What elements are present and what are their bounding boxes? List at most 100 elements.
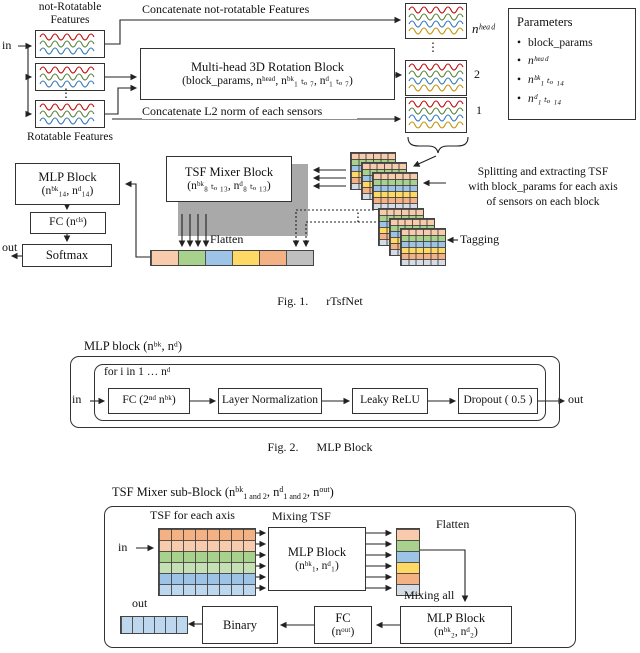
mlp2-title: MLP Block <box>426 610 486 625</box>
binary-label: Binary <box>222 617 258 632</box>
mixing-tsf-label: Mixing TSF <box>272 509 331 523</box>
tsf-axis-grid <box>158 528 256 596</box>
multihead-rotation-block: Multi-head 3D Rotation Block (block_para… <box>140 48 395 100</box>
fc-block: FC (nᶜˡˢ) <box>30 212 106 234</box>
ellipsis-heads: ⋮ <box>427 40 439 54</box>
tsf-axis-label: TSF for each axis <box>150 508 235 522</box>
rotatable-signal-box-2 <box>35 100 105 128</box>
not-rotatable-signal-box <box>35 30 105 58</box>
n-head-label: nʰᵉᵃᵈ <box>472 21 495 36</box>
multihead-title: Multi-head 3D Rotation Block <box>190 59 345 74</box>
fig3-out-label: out <box>132 596 148 610</box>
tagging-label: Tagging <box>460 232 500 246</box>
mlp-title: MLP Block <box>38 169 97 184</box>
mlp-block-title: MLP block (nᵇᵏ, nᵈ) <box>84 339 183 353</box>
title-part: TSF Mixer sub-Block (n <box>112 485 236 499</box>
fig2-caption-label: Fig. 2. <box>267 440 299 454</box>
mlp2-params: (nᵇᵏ₂, nᵈ₂) <box>434 625 478 638</box>
fig3-in-label: in <box>118 540 128 554</box>
layer-norm-box: Layer Normalization <box>218 388 322 414</box>
fig2-caption-title: MLP Block <box>316 440 373 454</box>
title-sup: d <box>279 485 284 494</box>
fc-out-box: FC (nᵒᵘᵗ) <box>314 606 372 644</box>
dropout-box: Dropout ( 0.5 ) <box>458 388 538 414</box>
flatten-label: Flatten <box>210 232 244 246</box>
dropout-label: Dropout ( 0.5 ) <box>463 394 533 407</box>
output-row <box>120 616 188 634</box>
concat-not-rotatable-label: Concatenate not-rotatable Features <box>142 2 310 16</box>
mlp1-params: (nᵇᵏ₁, nᵈ₁) <box>295 559 339 572</box>
splitting-note: Splitting and extracting TSF with block_… <box>446 165 640 210</box>
tsf-mixer-outer-box <box>104 506 576 648</box>
head-output-box-n <box>405 3 467 39</box>
title-part: , n <box>266 485 280 499</box>
splitting-note-line: of sensors on each block <box>486 196 600 208</box>
title-part: ) <box>329 485 334 499</box>
bullet-icon: • <box>517 36 522 49</box>
concat-l2-label: Concatenate L2 norm of each sensors <box>142 104 357 119</box>
underbrace <box>407 136 469 154</box>
rotatable-features-label: Rotatable Features <box>27 131 113 143</box>
leaky-relu-label: Leaky ReLU <box>360 394 420 407</box>
mlp-block-1: MLP Block (nᵇᵏ₁, nᵈ₁) <box>268 527 366 591</box>
softmax-block: Softmax <box>22 244 112 267</box>
tsf-mixer-title: TSF Mixer Block <box>184 164 274 179</box>
fig2-in-label: in <box>72 392 82 406</box>
mlp-block: MLP Block (nᵇᵏ₁₄, nᵈ₁₄) <box>15 163 120 205</box>
fc-label: FC (nᶜˡˢ) <box>49 216 87 229</box>
mlp-outer-box <box>70 356 560 428</box>
parameter-item: • nᵇᵏ₁ ₜₒ ₁₄ <box>517 74 564 88</box>
tsf-mixer-block: TSF Mixer Block (nᵇᵏ₈ ₜₒ ₁₃, nᵈ₈ ₜₒ ₁₃) <box>166 156 292 202</box>
mlp-params: (nᵇᵏ₁₄, nᵈ₁₄) <box>41 184 94 197</box>
title-sup: out <box>319 485 330 494</box>
layer-norm-label: Layer Normalization <box>221 394 319 407</box>
head-output-box-2 <box>405 60 467 96</box>
fig1-caption-label: Fig. 1. <box>277 294 309 308</box>
parameter-item: • nᵈ₁ ₜₒ ₁₄ <box>517 93 561 107</box>
tsf-grid <box>372 172 418 210</box>
binary-box: Binary <box>202 606 278 644</box>
fig3-flatten-label: Flatten <box>436 517 470 531</box>
fc-layer-label: FC (2ⁿᵈ nᵇᵏ) <box>122 394 176 407</box>
ellipsis-grids: ⋮ <box>352 210 364 224</box>
mixed-tsf-column <box>396 528 420 596</box>
fig1-out-label: out <box>2 240 18 254</box>
parameter-item: •nʰᵉᵃᵈ <box>517 55 548 69</box>
parameters-title: Parameters <box>517 15 573 29</box>
mlp-block-2: MLP Block (nᵇᵏ₂, nᵈ₂) <box>400 606 512 644</box>
fc-out-params: (nᵒᵘᵗ) <box>331 625 355 638</box>
param-n-bk: nᵇᵏ₁ ₜₒ ₁₄ <box>528 74 564 87</box>
bullet-icon: • <box>517 92 522 105</box>
flattened-feature-bar <box>150 250 314 266</box>
title-sup: bk <box>235 485 244 494</box>
bullet-icon: • <box>517 74 522 87</box>
parameter-item: • block_params <box>517 37 593 51</box>
fig1-connectors <box>10 16 469 260</box>
ellipsis-left: ⋮ <box>60 86 72 100</box>
title-part: , n <box>306 485 320 499</box>
title-sub: 1 and 2 <box>243 492 267 501</box>
parameters-box: Parameters •block_params •nʰᵉᵃᵈ •nᵇᵏ₁ ₜₒ… <box>508 8 636 120</box>
param-block-params: block_params <box>528 36 593 49</box>
head-1-label: 1 <box>476 103 482 117</box>
mixing-all-label: Mixing all <box>404 588 455 602</box>
multihead-params: (block_params, nʰᵉᵃᵈ, nᵇᵏ₁ ₜₒ ₇, nᵈ₁ ₜₒ … <box>182 74 353 87</box>
fig1-caption: Fig. 1. rTsfNet <box>0 294 640 309</box>
fig2-out-label: out <box>568 392 584 406</box>
tsf-grid-tagged <box>400 228 446 266</box>
title-sub: 1 and 2 <box>283 492 307 501</box>
fig3-connectors <box>136 529 469 629</box>
mlp1-title: MLP Block <box>287 544 347 559</box>
fc-out-title: FC <box>335 610 351 625</box>
tsf-mixer-params: (nᵇᵏ₈ ₜₒ ₁₃, nᵈ₈ ₜₒ ₁₃) <box>187 179 271 192</box>
head-output-box-1 <box>405 97 467 133</box>
tsf-mixer-subblock-title: TSF Mixer sub-Block (nbk1 and 2, nd1 and… <box>112 485 452 501</box>
splitting-note-line: with block_params for each axis <box>468 181 618 193</box>
mlp-for-loop-box <box>94 364 546 421</box>
rotatable-signal-box-1 <box>35 63 105 91</box>
param-n-d: nᵈ₁ ₜₒ ₁₄ <box>528 92 562 105</box>
fig1-in-label: in <box>2 38 12 52</box>
param-n-head: nʰᵉᵃᵈ <box>528 55 549 68</box>
fig1-caption-title: rTsfNet <box>326 294 363 308</box>
